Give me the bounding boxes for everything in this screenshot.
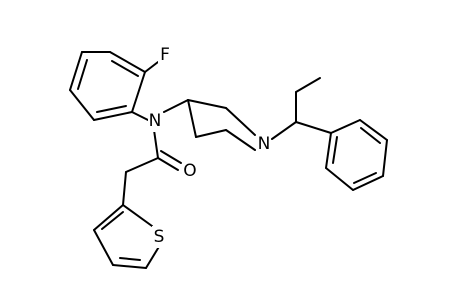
bond bbox=[111, 60, 139, 77]
atom-amide-nitrogen: N bbox=[148, 110, 162, 132]
bond-c-f bbox=[144, 61, 159, 73]
bond bbox=[225, 107, 256, 136]
bond bbox=[109, 51, 146, 73]
bond-n-piperidine bbox=[163, 99, 189, 113]
bond bbox=[325, 132, 332, 169]
bond bbox=[195, 129, 227, 138]
bond-ch-phenyl bbox=[295, 121, 332, 134]
bond bbox=[93, 111, 133, 121]
bond bbox=[96, 105, 127, 113]
bond bbox=[131, 71, 146, 113]
bond bbox=[101, 211, 124, 230]
amide-nitrogen-label: N bbox=[149, 111, 162, 131]
bond-carbonyl-ch2 bbox=[125, 157, 159, 173]
bond-n-ch bbox=[271, 121, 297, 140]
piperidine-nitrogen-label: N bbox=[258, 134, 271, 154]
fluorophenyl-ring bbox=[69, 51, 146, 121]
bond bbox=[187, 99, 227, 109]
bond-c-o-double bbox=[160, 150, 182, 164]
thiophene-sulfur-label: S bbox=[154, 227, 165, 247]
atom-piperidine-nitrogen: N bbox=[257, 133, 271, 155]
bond bbox=[69, 89, 95, 121]
bond-n-carbonyl bbox=[153, 129, 159, 159]
bond bbox=[69, 51, 83, 91]
bond bbox=[225, 129, 256, 151]
bond bbox=[93, 204, 124, 231]
carbonyl-oxygen-label: O bbox=[183, 161, 196, 181]
atom-thiophene-sulfur: S bbox=[152, 226, 166, 248]
bond bbox=[93, 229, 114, 266]
bond bbox=[122, 204, 153, 227]
bond-ch2-ch3 bbox=[295, 77, 321, 93]
bond bbox=[187, 99, 197, 138]
bond bbox=[77, 59, 88, 90]
atom-carbonyl-oxygen: O bbox=[182, 160, 198, 182]
bond-ch2-thiophene bbox=[122, 171, 127, 206]
bond bbox=[382, 139, 388, 177]
bond bbox=[352, 175, 384, 191]
fluorine-label: F bbox=[160, 45, 170, 65]
bond bbox=[360, 127, 381, 144]
bond bbox=[325, 167, 354, 191]
bond-c-o bbox=[157, 157, 179, 171]
atom-fluorine: F bbox=[158, 44, 172, 66]
bond bbox=[330, 119, 361, 134]
bond-aryl-n bbox=[131, 111, 149, 121]
phenyl-ring bbox=[325, 119, 388, 191]
bond bbox=[119, 257, 141, 261]
bond bbox=[112, 264, 147, 269]
piperidine-ring bbox=[187, 99, 256, 151]
bond bbox=[359, 119, 388, 141]
bond bbox=[353, 172, 377, 184]
bond bbox=[145, 244, 161, 269]
thiophene-ring bbox=[93, 204, 161, 269]
bond bbox=[332, 136, 338, 164]
